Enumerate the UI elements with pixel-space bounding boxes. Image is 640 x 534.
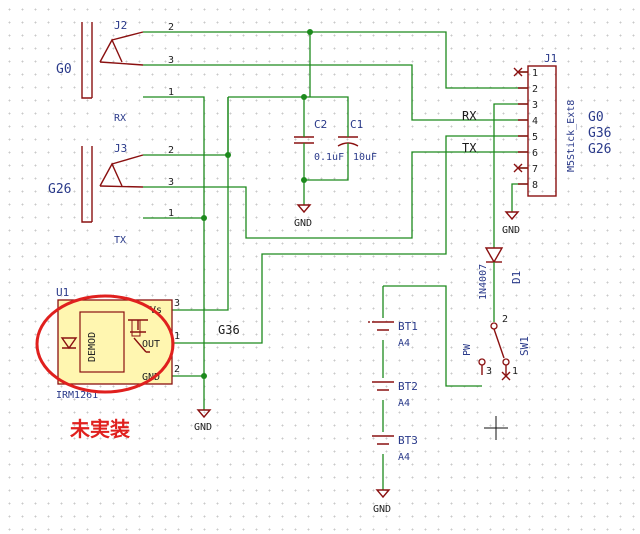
u1-net-out: G36 [218,323,240,337]
u1-value: IRM1261 [56,390,98,401]
gnd-symbol-j1: GND [502,211,520,236]
connector-j2: J2 G0 RX 2 3 1 [56,19,174,124]
bt2-ref: BT2 [398,380,418,393]
j2-pin-a: 2 [168,22,174,33]
nc-mark-pin7 [513,163,523,173]
gnd-symbol-battery: GND [373,489,391,515]
u1-pin-out: OUT [142,339,160,350]
j3-label: G26 [48,182,71,197]
c1-value: 10uF [353,152,377,163]
j1-pin-1: 1 [532,68,538,79]
j1-pin-6: 6 [532,148,538,159]
gnd-label-caps: GND [294,218,312,229]
u1-pinnum-2: 2 [174,364,180,375]
j1-pin-4: 4 [532,116,538,127]
wires [143,31,528,490]
highlight-ellipse [35,294,175,394]
j1-pin-3: 3 [532,100,538,111]
j1-side-g26: G26 [588,142,611,157]
u1-ref: U1 [56,286,69,299]
bt1-value: A4 [398,338,410,349]
d1-value: 1N4007 [478,264,489,300]
c2-ref: C2 [314,118,327,131]
c2-value: 0.1uF [314,152,344,163]
junction-dots [201,29,313,379]
j3-ref: J3 [114,142,127,155]
j3-pin-b: 3 [168,177,174,188]
j1-pin-8: 8 [532,180,538,191]
sw1-pin-2: 2 [502,314,508,325]
j3-pin-c: 1 [168,208,174,219]
bt1-ref: BT1 [398,320,418,333]
j2-pin-b: 3 [168,55,174,66]
j2-net: RX [114,113,126,124]
capacitor-c1: C1 10uF [337,118,377,163]
gnd-label-u1: GND [194,422,212,433]
gnd-symbol-caps: GND [294,204,312,229]
j1-value: M5Stick_Ext8 [566,100,577,172]
j1-ref: J1 [544,52,557,65]
nc-mark-pin1 [513,67,523,77]
connector-j3: J3 G26 TX 2 3 1 [48,142,174,246]
battery-bt2: BT2 A4 [372,380,418,409]
j3-pin-a: 2 [168,145,174,156]
j2-ref: J2 [114,19,127,32]
u1-pinnum-1: 1 [174,331,180,342]
battery-bt3: BT3 A4 [372,434,418,463]
j1-pin-7: 7 [532,164,538,175]
j1-pin-5: 5 [532,132,538,143]
not-mounted-note: 未実装 [70,417,130,441]
j3-net: TX [114,235,126,246]
crosshair-cursor-icon [484,416,508,440]
u1-block: DEMOD [87,332,98,362]
j1-pin-2: 2 [532,84,538,95]
j2-label: G0 [56,62,72,77]
sw1-pin-3: 3 [486,366,492,377]
gnd-label-j1: GND [502,225,520,236]
j1-side-g0: G0 [588,110,604,125]
nc-mark-sw1 [501,371,511,381]
d1-ref: D1 [510,271,523,284]
capacitor-c2: C2 0.1uF [294,118,344,163]
connector-j1: J1 M5Stick_Ext8 1 2 3 4 5 6 7 8 RX TX G0… [462,52,611,197]
gnd-symbol-u1: GND [194,409,212,433]
c1-ref: C1 [350,118,363,131]
j1-net-rx: RX [462,109,477,123]
switch-sw1: 2 1 3 SW1 PW [462,314,531,381]
sw1-ref: SW1 [518,336,531,356]
battery-bt1: BT1 A4 [368,320,418,349]
j1-net-tx: TX [462,141,477,155]
diode-d1: 1N4007 D1 [478,247,523,300]
u1-pinnum-3: 3 [174,298,180,309]
sw1-pin-1: 1 [512,366,518,377]
bt3-ref: BT3 [398,434,418,447]
bt2-value: A4 [398,398,410,409]
photodiode-icon [60,337,78,350]
sw1-net: PW [462,343,473,356]
bt3-value: A4 [398,452,410,463]
gnd-label-battery: GND [373,504,391,515]
ir-receiver-u1: DEMOD Vs OUT GND 3 1 2 U1 IRM1261 G36 未実… [35,286,240,441]
j2-pin-c: 1 [168,87,174,98]
u1-pin-gnd: GND [142,372,160,383]
j1-side-g36: G36 [588,126,611,141]
